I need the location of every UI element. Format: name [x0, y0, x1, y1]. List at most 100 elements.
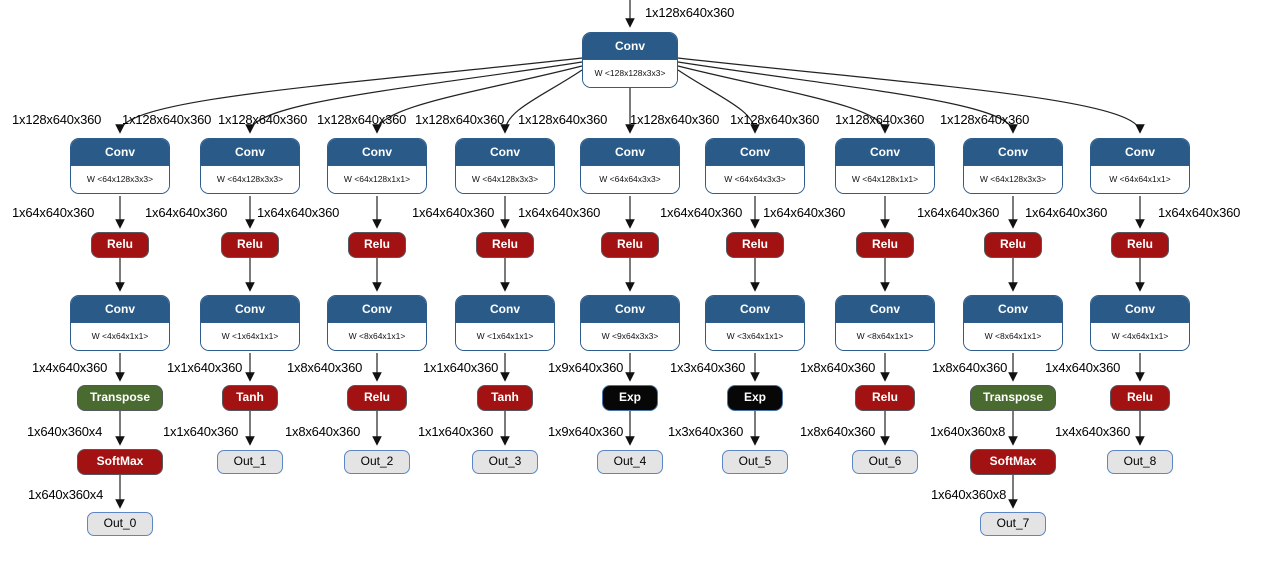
edge-arrow	[500, 69, 583, 134]
tensor-shape-label: 1x64x640x360	[518, 205, 601, 220]
conv-weight-label: W <64x64x3x3>	[706, 165, 804, 193]
conv-weight-label: W <64x64x1x1>	[1091, 165, 1189, 193]
conv-title: Conv	[836, 296, 934, 322]
conv-weight-label: W <1x64x1x1>	[456, 322, 554, 350]
tensor-shape-label: 1x640x360x8	[930, 424, 1006, 439]
conv-title: Conv	[964, 139, 1062, 165]
relu-node[interactable]: Relu	[726, 232, 784, 258]
relu-node[interactable]: Relu	[347, 385, 407, 411]
exp-node[interactable]: Exp	[602, 385, 658, 411]
relu-node[interactable]: Relu	[476, 232, 534, 258]
tanh-node[interactable]: Tanh	[477, 385, 533, 411]
out-node[interactable]: Out_0	[87, 512, 153, 536]
out-node[interactable]: Out_5	[722, 450, 788, 474]
tensor-shape-label: 1x8x640x360	[800, 360, 876, 375]
edge-arrow	[677, 65, 890, 134]
conv-title: Conv	[71, 296, 169, 322]
conv-title: Conv	[964, 296, 1062, 322]
tensor-shape-label: 1x3x640x360	[668, 424, 744, 439]
conv-weight-label: W <64x128x3x3>	[71, 165, 169, 193]
tensor-shape-label: 1x128x640x360	[940, 112, 1030, 127]
out-node[interactable]: Out_4	[597, 450, 663, 474]
conv-weight-label: W <8x64x1x1>	[836, 322, 934, 350]
conv-weight-label: W <3x64x1x1>	[706, 322, 804, 350]
tensor-shape-label: 1x8x640x360	[800, 424, 876, 439]
conv-title: Conv	[581, 296, 679, 322]
tensor-shape-label: 1x3x640x360	[670, 360, 746, 375]
conv-weight-label: W <4x64x1x1>	[71, 322, 169, 350]
relu-node[interactable]: Relu	[1110, 385, 1170, 411]
tensor-shape-label: 1x9x640x360	[548, 360, 624, 375]
tensor-shape-label: 1x640x360x4	[27, 424, 103, 439]
out-node[interactable]: Out_2	[344, 450, 410, 474]
tensor-shape-label: 1x64x640x360	[763, 205, 846, 220]
relu-node[interactable]: Relu	[1111, 232, 1169, 258]
conv-weight-label: W <1x64x1x1>	[201, 322, 299, 350]
tensor-shape-label: 1x64x640x360	[412, 205, 495, 220]
exp-node[interactable]: Exp	[727, 385, 783, 411]
relu-node[interactable]: Relu	[855, 385, 915, 411]
conv-title: Conv	[706, 139, 804, 165]
relu-node[interactable]: Relu	[348, 232, 406, 258]
conv-weight-label: W <4x64x1x1>	[1091, 322, 1189, 350]
conv-title: Conv	[836, 139, 934, 165]
tensor-shape-label: 1x4x640x360	[32, 360, 108, 375]
tensor-shape-label: 1x640x360x4	[28, 487, 104, 502]
relu-node[interactable]: Relu	[221, 232, 279, 258]
conv-weight-label: W <64x128x1x1>	[328, 165, 426, 193]
tensor-shape-label: 1x1x640x360	[167, 360, 243, 375]
out-node[interactable]: Out_1	[217, 450, 283, 474]
conv-title: Conv	[328, 296, 426, 322]
input-shape-label: 1x128x640x360	[645, 5, 735, 20]
tensor-shape-label: 1x128x640x360	[317, 112, 407, 127]
out-node[interactable]: Out_3	[472, 450, 538, 474]
tensor-shape-label: 1x64x640x360	[257, 205, 340, 220]
out-node[interactable]: Out_6	[852, 450, 918, 474]
out-node[interactable]: Out_8	[1107, 450, 1173, 474]
transpose-node[interactable]: Transpose	[77, 385, 163, 411]
relu-node[interactable]: Relu	[91, 232, 149, 258]
tensor-shape-label: 1x128x640x360	[835, 112, 925, 127]
tensor-shape-label: 1x64x640x360	[660, 205, 743, 220]
relu-node[interactable]: Relu	[984, 232, 1042, 258]
conv-weight-label: W <8x64x1x1>	[328, 322, 426, 350]
conv-weight-label: W <128x128x3x3>	[583, 59, 677, 87]
tanh-node[interactable]: Tanh	[222, 385, 278, 411]
relu-node[interactable]: Relu	[601, 232, 659, 258]
tensor-shape-label: 1x1x640x360	[418, 424, 494, 439]
softmax-node[interactable]: SoftMax	[77, 449, 163, 475]
relu-node[interactable]: Relu	[856, 232, 914, 258]
tensor-shape-label: 1x64x640x360	[1158, 205, 1241, 220]
tensor-shape-label: 1x640x360x8	[931, 487, 1007, 502]
conv-title: Conv	[456, 296, 554, 322]
tensor-shape-label: 1x128x640x360	[122, 112, 212, 127]
conv-weight-label: W <8x64x1x1>	[964, 322, 1062, 350]
out-node[interactable]: Out_7	[980, 512, 1046, 536]
tensor-shape-label: 1x128x640x360	[730, 112, 820, 127]
transpose-node[interactable]: Transpose	[970, 385, 1056, 411]
edge-arrow	[677, 57, 1145, 134]
softmax-node[interactable]: SoftMax	[970, 449, 1056, 475]
tensor-shape-label: 1x64x640x360	[12, 205, 95, 220]
tensor-shape-label: 1x1x640x360	[163, 424, 239, 439]
tensor-shape-label: 1x128x640x360	[630, 112, 720, 127]
